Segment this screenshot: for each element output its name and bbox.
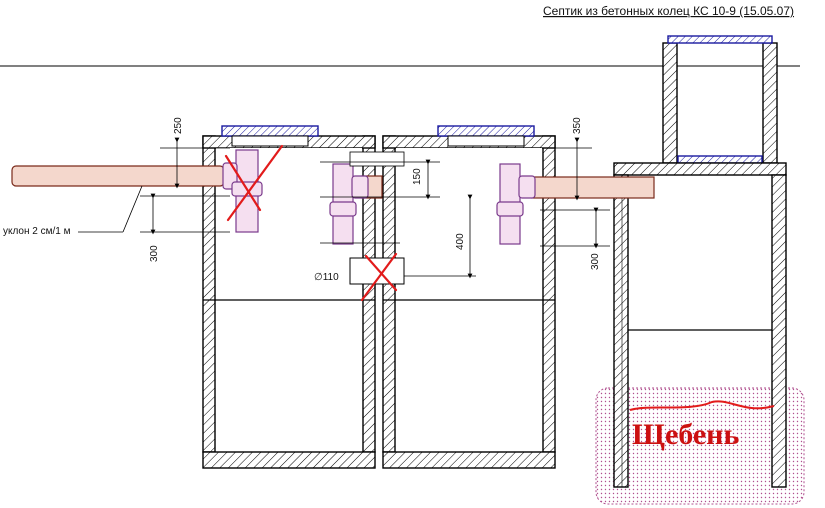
filter-well-right-wall — [771, 174, 787, 488]
filter-well-neck-right — [762, 42, 778, 164]
dim-250: 250 — [173, 117, 184, 134]
gravel-area — [595, 387, 805, 505]
inlet-pipe — [11, 165, 225, 187]
tee-fitting-3 — [496, 163, 536, 245]
dim-400: 400 — [455, 233, 466, 250]
filter-well-neck-left — [662, 42, 678, 164]
filter-well-top-lid — [667, 35, 773, 44]
dim-300-right: 300 — [590, 253, 601, 270]
outlet-pipe — [531, 176, 655, 199]
cross-mark-1 — [224, 144, 284, 222]
filter-well-slab — [613, 162, 787, 176]
dim-350: 350 — [572, 117, 583, 134]
cross-mark-2 — [360, 252, 398, 302]
slope-label: уклон 2 см/1 м — [3, 226, 71, 237]
chamber-1-hatch-cover — [221, 125, 319, 137]
gravel-label: Щебень — [632, 418, 739, 451]
filter-well — [613, 35, 787, 488]
overflow-pipe — [349, 257, 405, 285]
chamber-2-bottom-slab — [382, 451, 556, 469]
chamber-1 — [202, 125, 376, 469]
chamber-2-hatch-cover — [437, 125, 535, 137]
dim-diameter: ∅110 — [314, 272, 339, 283]
tee-fitting-2 — [329, 163, 369, 245]
dim-300-left: 300 — [149, 245, 160, 262]
chamber-1-bottom-slab — [202, 451, 376, 469]
filter-well-inner-lid — [677, 155, 763, 164]
filter-well-left-wall — [613, 174, 629, 488]
gravel-level-line — [629, 400, 775, 411]
diagram-title: Септик из бетонных колец КС 10-9 (15.05.… — [543, 4, 794, 18]
chamber-2-left-wall — [382, 135, 396, 453]
dim-150: 150 — [412, 168, 423, 185]
